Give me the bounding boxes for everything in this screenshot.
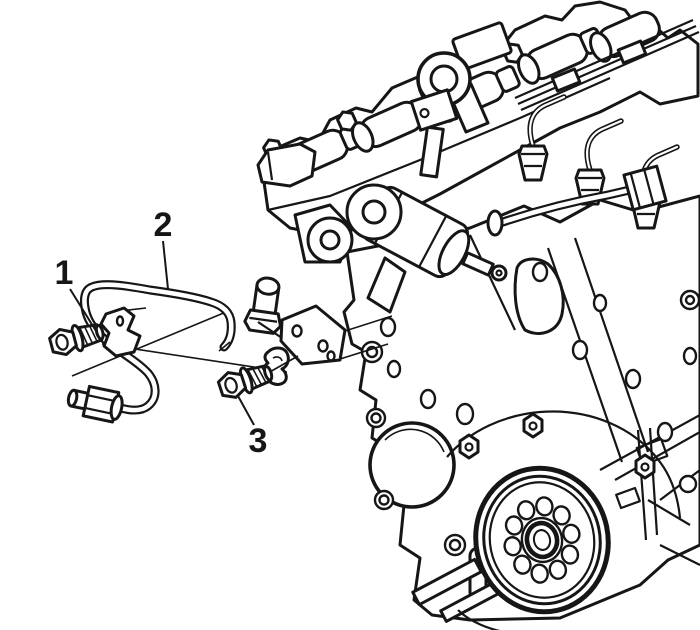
engine-block-face xyxy=(340,194,700,623)
fuel-rail xyxy=(514,18,700,112)
flywheel-bolt-holes xyxy=(503,496,581,584)
callout-1-leader xyxy=(69,288,97,332)
callout-3-leader xyxy=(237,395,255,426)
flywheel-housing xyxy=(446,410,682,630)
engine-lift-hook xyxy=(416,21,513,134)
callout-2-label: 2 xyxy=(154,206,173,244)
fuel-pipe-clip-bolt xyxy=(48,323,105,357)
fuel-pipe-union xyxy=(243,276,282,335)
callout-3-label: 3 xyxy=(249,422,268,460)
flywheel xyxy=(473,465,611,615)
fuel-feed-pipe xyxy=(66,280,236,424)
high-pressure-fuel-pump xyxy=(293,88,508,314)
callout-1-label: 1 xyxy=(55,254,74,292)
fuel-pipe-bracket-bolt xyxy=(216,364,274,399)
heater-pipe xyxy=(486,164,668,237)
ignition-coil xyxy=(589,10,661,63)
head-end-bracket xyxy=(256,142,317,188)
fuel-pipe-bracket xyxy=(243,276,393,386)
callouts: 1 2 3 xyxy=(55,206,268,460)
fuel-pipe-clip xyxy=(99,306,142,358)
pipe-flare-nut xyxy=(66,384,124,424)
callout-2-leader xyxy=(162,240,169,290)
